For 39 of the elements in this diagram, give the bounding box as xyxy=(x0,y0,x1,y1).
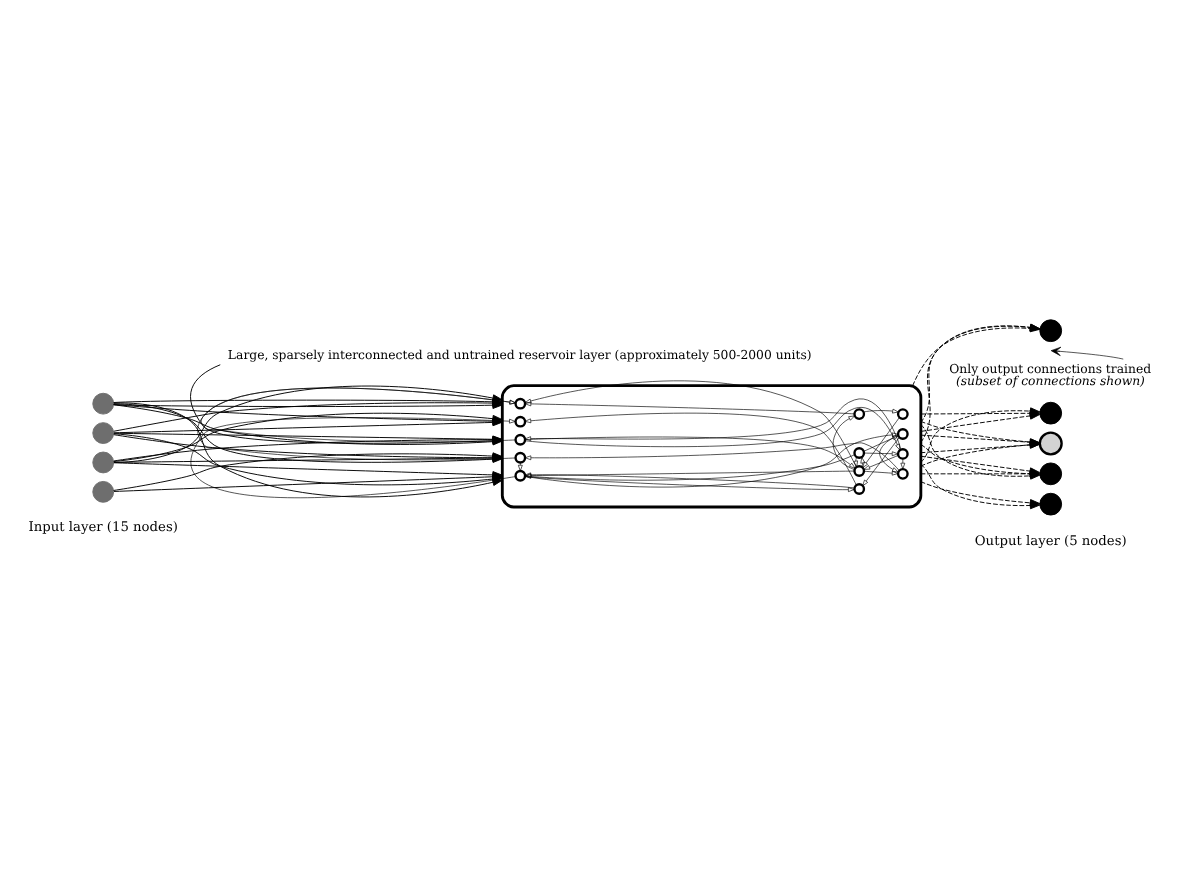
arrow xyxy=(900,457,906,469)
node-circle xyxy=(853,464,866,476)
node-circle xyxy=(1038,430,1063,455)
cluster xyxy=(500,383,923,508)
arrow xyxy=(863,454,899,469)
node-circle xyxy=(92,450,115,473)
arrow xyxy=(832,414,855,469)
arrow xyxy=(863,469,899,475)
node-circle xyxy=(896,427,909,439)
arrow xyxy=(863,450,899,456)
node-circle xyxy=(853,446,866,458)
arrow xyxy=(920,480,1041,506)
node-circle xyxy=(853,407,866,420)
node-circle xyxy=(1039,461,1063,485)
arrow xyxy=(920,411,1041,431)
node-circle xyxy=(92,421,115,443)
arrow xyxy=(863,407,899,413)
arrow xyxy=(920,433,1040,445)
arrow xyxy=(524,379,857,467)
arrow xyxy=(853,455,858,467)
node-circle xyxy=(514,432,527,445)
node-circle xyxy=(514,468,527,481)
node-circle xyxy=(896,407,909,420)
node-circle xyxy=(1039,318,1063,342)
arrow xyxy=(920,419,1041,445)
node-circle xyxy=(896,466,909,479)
node-circle xyxy=(853,482,866,494)
arrow xyxy=(525,435,856,468)
arrow xyxy=(524,441,900,470)
node-circle xyxy=(1039,491,1063,515)
node-circle xyxy=(514,414,527,427)
node-circle xyxy=(1039,400,1063,424)
arrow xyxy=(860,455,866,467)
arrow xyxy=(524,400,855,414)
node-circle xyxy=(92,391,115,414)
arrow xyxy=(518,461,523,471)
node-circle xyxy=(92,479,115,502)
node-circle xyxy=(514,396,527,409)
node-circle xyxy=(896,447,909,459)
